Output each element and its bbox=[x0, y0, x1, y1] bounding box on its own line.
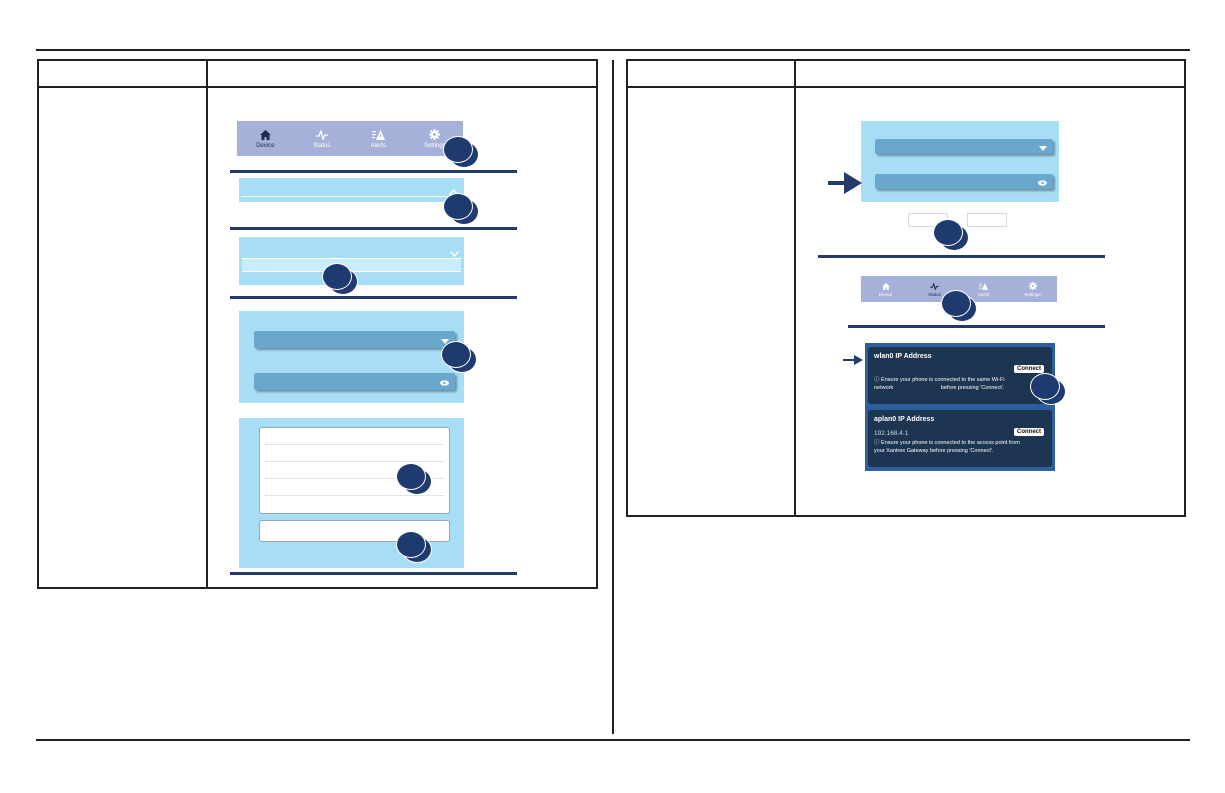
dropdown-select[interactable] bbox=[875, 139, 1053, 154]
callout-marker bbox=[396, 463, 432, 495]
aplan-title: aplan0 IP Address bbox=[874, 416, 935, 423]
list-divider bbox=[264, 444, 445, 445]
gear-icon bbox=[1028, 282, 1037, 291]
callout-marker bbox=[441, 341, 477, 373]
aplan-ip-value: 192.168.4.1 bbox=[874, 430, 909, 437]
wlan-note: ⓘ Ensure your phone is connected to the … bbox=[874, 376, 1050, 392]
nav-item-status[interactable]: Status bbox=[297, 128, 347, 149]
nav-item-device[interactable]: Device bbox=[861, 282, 910, 297]
nav-label-status: Status bbox=[313, 143, 331, 149]
callout-marker bbox=[941, 290, 977, 322]
separator-line bbox=[818, 255, 1105, 258]
home-icon bbox=[881, 282, 890, 291]
save-button[interactable] bbox=[967, 213, 1007, 227]
ip-address-panel: wlan0 IP Address Connect ⓘ Ensure your p… bbox=[865, 343, 1055, 471]
left-table-column-divider bbox=[206, 61, 208, 587]
wlan-card: wlan0 IP Address Connect ⓘ Ensure your p… bbox=[868, 347, 1052, 404]
home-icon bbox=[259, 128, 271, 141]
callout-marker bbox=[396, 531, 432, 563]
nav-item-device[interactable]: Device bbox=[240, 128, 290, 149]
wlan-note-line1: Ensure your phone is connected to the sa… bbox=[881, 377, 1005, 383]
info-icon: ⓘ bbox=[874, 377, 880, 383]
aplan-connect-button[interactable]: Connect bbox=[1014, 428, 1044, 436]
nav-item-alerts[interactable]: Alerts bbox=[353, 128, 403, 149]
nav-label-alerts: Alerts bbox=[370, 143, 386, 149]
separator-line bbox=[230, 572, 517, 575]
separator-line bbox=[848, 325, 1105, 328]
list-panel bbox=[239, 418, 464, 568]
wlan-note-line2b: before pressing 'Connect'. bbox=[940, 385, 1005, 391]
top-rule bbox=[36, 49, 1190, 51]
dropdown-panel bbox=[861, 121, 1059, 202]
chevron-down-icon[interactable] bbox=[449, 244, 460, 262]
nav-item-settings[interactable]: Settings bbox=[410, 128, 460, 149]
wlan-note-line2a: network bbox=[874, 385, 894, 391]
nav-label-settings: Settings bbox=[1024, 291, 1041, 297]
section-header-expanded[interactable] bbox=[239, 178, 464, 202]
pulse-icon bbox=[930, 282, 939, 291]
nav-item-alerts[interactable]: Alerts bbox=[959, 282, 1008, 297]
aplan-card: aplan0 IP Address 192.168.4.1 Connect ⓘ … bbox=[868, 410, 1052, 467]
nav-item-status[interactable]: Status bbox=[910, 282, 959, 297]
gear-icon bbox=[429, 128, 441, 141]
callout-marker bbox=[1030, 373, 1066, 405]
separator-line bbox=[230, 296, 517, 299]
alert-icon bbox=[979, 282, 988, 291]
right-table-column-divider bbox=[794, 61, 796, 515]
left-table-header bbox=[39, 61, 596, 88]
callout-marker bbox=[322, 263, 358, 295]
center-divider bbox=[612, 60, 614, 734]
nav-label-settings: Settings bbox=[423, 143, 446, 149]
nav-label-device: Device bbox=[878, 291, 893, 297]
nav-label-status: Status bbox=[928, 291, 941, 297]
callout-marker bbox=[933, 219, 969, 251]
alert-icon bbox=[371, 128, 385, 141]
separator-line bbox=[230, 227, 517, 230]
dropdown-panel bbox=[239, 311, 464, 403]
callout-marker bbox=[443, 136, 479, 168]
list-divider bbox=[264, 461, 445, 462]
aplan-note-line1: Ensure your phone is connected to the ac… bbox=[881, 440, 1020, 446]
bottom-rule bbox=[36, 739, 1190, 741]
info-icon: ⓘ bbox=[874, 440, 880, 446]
dropdown-select[interactable] bbox=[254, 331, 455, 348]
eye-icon bbox=[1038, 173, 1047, 191]
aplan-note-line2: your Xantrex Gateway before pressing 'Co… bbox=[874, 448, 994, 454]
wlan-connect-button[interactable]: Connect bbox=[1014, 365, 1044, 373]
wlan-title: wlan0 IP Address bbox=[874, 353, 932, 360]
callout-marker bbox=[443, 193, 479, 225]
list-divider bbox=[264, 478, 445, 479]
arrow-right-icon bbox=[828, 172, 862, 199]
chevron-down-icon bbox=[441, 331, 449, 349]
nav-bar: Device Status Alerts Settings bbox=[237, 121, 463, 156]
chevron-down-icon bbox=[1039, 138, 1047, 156]
pulse-icon bbox=[315, 128, 328, 141]
right-table bbox=[626, 59, 1186, 517]
dropdown-select[interactable] bbox=[254, 373, 455, 390]
dropdown-select[interactable] bbox=[875, 174, 1053, 189]
left-table bbox=[37, 59, 598, 589]
eye-icon bbox=[440, 373, 449, 391]
nav-item-settings[interactable]: Settings bbox=[1008, 282, 1057, 297]
section-underline bbox=[241, 196, 462, 197]
nav-label-alerts: Alerts bbox=[977, 291, 990, 297]
aplan-note: ⓘ Ensure your phone is connected to the … bbox=[874, 439, 1050, 455]
arrow-right-icon bbox=[843, 352, 863, 370]
right-table-header bbox=[628, 61, 1184, 88]
separator-line bbox=[230, 170, 517, 173]
nav-label-device: Device bbox=[256, 143, 275, 149]
list-divider bbox=[264, 495, 445, 496]
